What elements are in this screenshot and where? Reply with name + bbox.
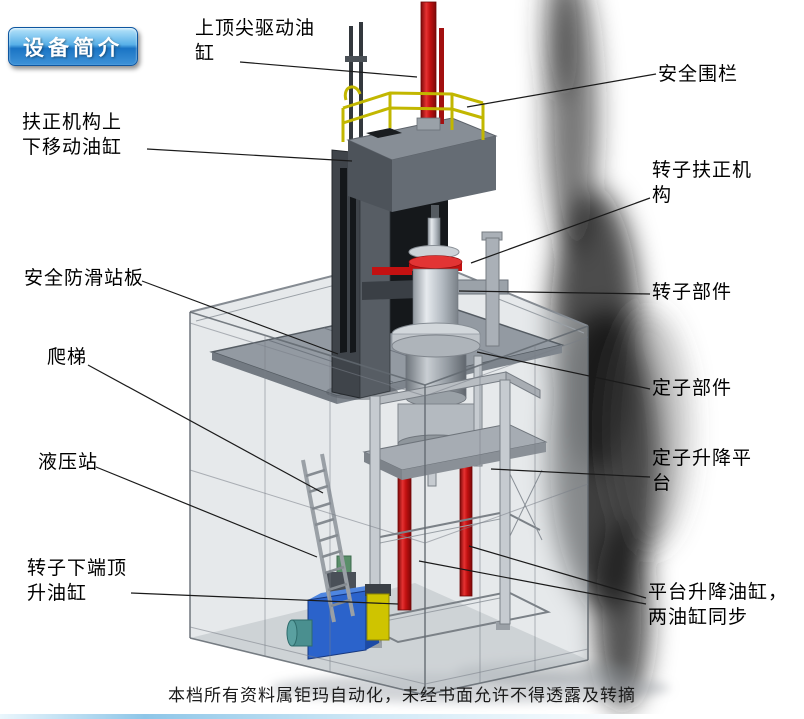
- label-rotor-centering-mechanism: 转子扶正机 构: [652, 160, 753, 207]
- label-safety-fence: 安全围栏: [658, 64, 739, 85]
- title-badge: 设备简介: [8, 27, 138, 66]
- leader-hydraulic-station: [95, 466, 318, 558]
- leader-rotor-bottom-jack: [130, 592, 399, 605]
- title-badge-text: 设备简介: [23, 36, 123, 60]
- label-rotor-bottom-jack-cylinder: 转子下端顶 升油缸: [27, 558, 128, 605]
- label-top-drive-cylinder: 上顶尖驱动油 缸: [195, 18, 316, 65]
- label-rotor-component: 转子部件: [652, 282, 733, 303]
- access-ladder: [301, 453, 355, 623]
- leader-rotor-centering: [470, 197, 651, 264]
- top-drive-cylinder-rod: [416, 1, 444, 131]
- platform-lift-cylinder-right: [459, 461, 473, 597]
- rotor-assembly: [362, 217, 509, 358]
- label-antislip-board: 安全防滑站板: [24, 268, 145, 289]
- footer-copyright: 本档所有资料属钜玛自动化，未经书面允许不得透露及转摘: [168, 686, 636, 705]
- leader-stator-lift-platform: [490, 468, 651, 478]
- label-platform-lift-cylinders: 平台升降油缸， 两油缸同步: [648, 582, 789, 629]
- leader-rotor-component: [458, 290, 651, 295]
- platform-lift-cylinder-left: [397, 469, 412, 611]
- bottom-decoration-strip: [0, 714, 804, 719]
- leader-ladder: [87, 364, 324, 494]
- safety-fence-railing: [341, 85, 485, 142]
- label-ladder: 爬梯: [47, 347, 88, 368]
- label-hydraulic-station: 液压站: [38, 452, 99, 473]
- leader-platform-lift-a: [468, 545, 647, 599]
- label-stator-component: 定子部件: [652, 378, 733, 399]
- leader-stator-component: [476, 351, 651, 390]
- label-centering-updown-cylinder: 扶正机构上 下移动油缸: [22, 112, 123, 159]
- leader-safety-fence: [466, 73, 657, 108]
- leader-antislip-board: [141, 280, 339, 355]
- leader-centering-cylinder: [146, 148, 353, 162]
- enclosure-front-frame: [189, 311, 589, 696]
- leader-top-drive-cylinder: [239, 61, 418, 78]
- stator-lift-frame: [354, 349, 552, 648]
- leader-platform-lift-b: [418, 560, 647, 605]
- label-stator-lift-platform: 定子升降平 台: [652, 448, 753, 495]
- leader-lines: [87, 61, 657, 605]
